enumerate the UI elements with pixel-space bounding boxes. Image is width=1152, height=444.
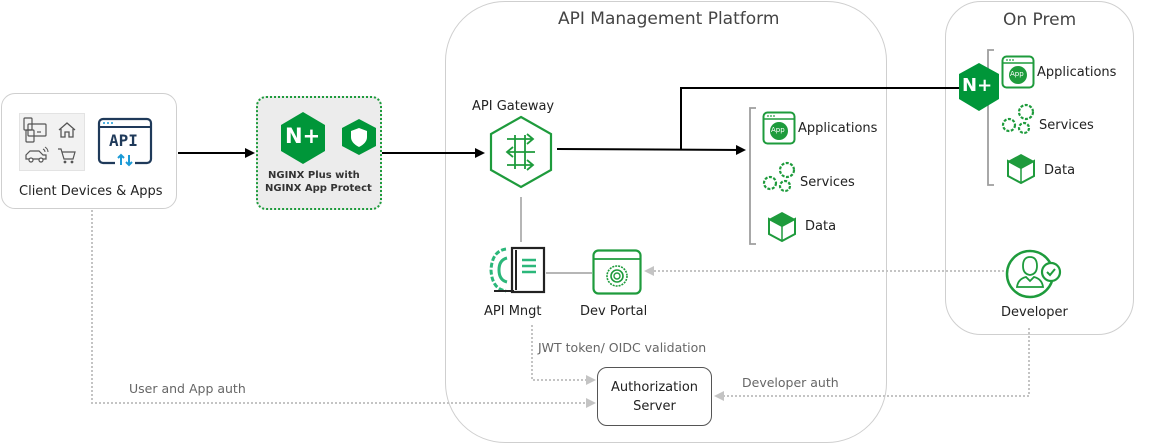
services-gears-icon: [762, 161, 796, 193]
home-icon: [58, 122, 76, 138]
devices-icon: [23, 117, 47, 143]
authorization-server-box[interactable]: Authorization Server: [597, 367, 712, 426]
onprem-data-cube-icon: [1007, 154, 1035, 185]
api-gateway-label: API Gateway: [472, 99, 555, 114]
dev-portal-icon[interactable]: [592, 249, 642, 295]
data-cube-icon: [768, 212, 796, 243]
api-gateway-icon[interactable]: [487, 115, 555, 189]
onprem-applications-label: Applications: [1037, 65, 1117, 80]
nginx-plus-line1: NGINX Plus with: [268, 170, 360, 181]
developer-label: Developer: [1001, 305, 1068, 320]
nginx-plus-line2: NGINX App Protect: [265, 183, 372, 194]
jwt-oidc-validation-label: JWT token/ OIDC validation: [538, 340, 707, 355]
flow-client-to-auth: [91, 210, 596, 408]
backend-bracket: [749, 107, 756, 245]
flow-developer-to-auth: [714, 328, 1030, 401]
developer-icon[interactable]: [1004, 248, 1066, 300]
backend-data-label: Data: [805, 219, 837, 234]
client-devices-label: Client Devices & Apps: [19, 184, 163, 199]
backend-services-label: Services: [800, 175, 855, 190]
backend-applications-label: Applications: [798, 121, 878, 136]
onprem-services-label: Services: [1039, 118, 1094, 133]
onprem-bracket: [987, 49, 994, 186]
api-icon-text: API: [109, 131, 138, 150]
user-app-auth-label: User and App auth: [129, 381, 246, 396]
applications-icon: [762, 111, 796, 145]
flow-gateway-to-onprem: [680, 87, 960, 150]
app-protect-shield-icon: [342, 119, 376, 155]
nginx-plus-logo-icon: [281, 112, 325, 164]
developer-auth-label: Developer auth: [742, 375, 839, 390]
dev-portal-label: Dev Portal: [580, 304, 648, 319]
onprem-services-gears-icon: [1001, 103, 1035, 135]
api-management-platform-title: API Management Platform: [558, 9, 780, 29]
flow-gateway-to-backend: [556, 144, 746, 155]
onprem-data-label: Data: [1044, 163, 1076, 178]
onprem-applications-icon: [1001, 55, 1035, 89]
on-prem-title: On Prem: [1003, 10, 1077, 30]
authorization-server-line1: Authorization: [610, 379, 699, 395]
api-icon: API: [97, 117, 153, 169]
applications-badge: App: [771, 126, 785, 134]
car-icon: [25, 146, 49, 163]
api-mngt-label: API Mngt: [484, 304, 542, 319]
nginx-plus-logo-text: N+: [285, 124, 321, 148]
cart-icon: [58, 148, 76, 164]
onprem-nginx-plus-icon: [959, 63, 999, 111]
onprem-nginx-logo-text: N+: [962, 75, 993, 96]
authorization-server-line2: Server: [633, 398, 676, 414]
api-mngt-icon[interactable]: [486, 246, 548, 294]
flow-api-mngt-to-auth: [531, 325, 596, 385]
onprem-applications-badge: App: [1010, 70, 1024, 78]
